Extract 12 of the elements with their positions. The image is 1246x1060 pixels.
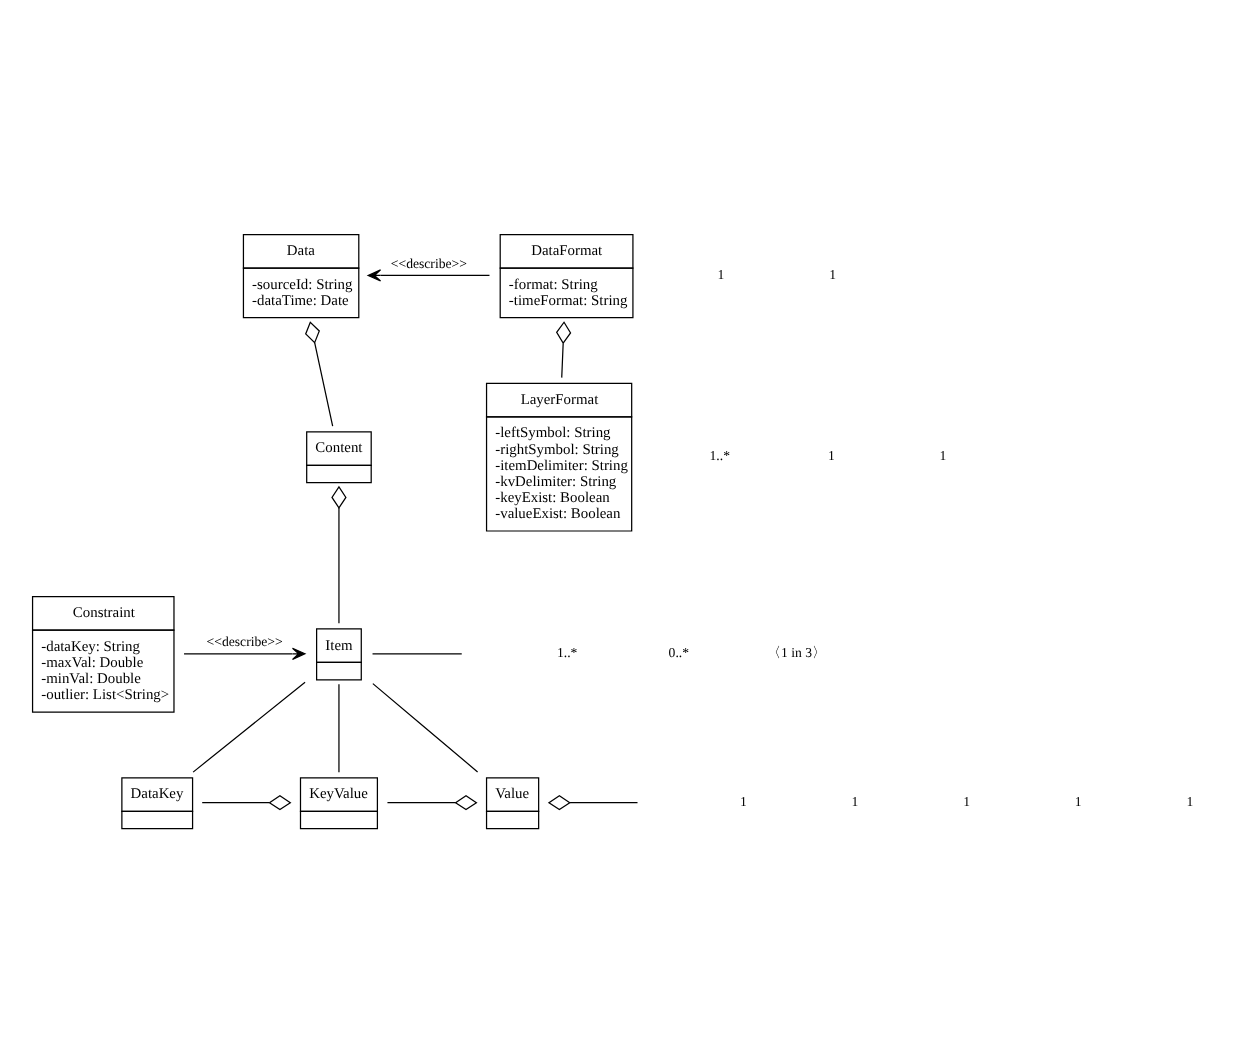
connector [371,652,463,654]
connector [555,320,572,378]
arrow [367,268,491,281]
connector [304,320,334,426]
connector [372,682,479,772]
connector [192,680,306,772]
connector [386,793,478,810]
connector [338,682,340,772]
connector [569,801,639,803]
arrow [183,646,306,659]
connector [201,793,292,810]
connector [331,484,347,623]
